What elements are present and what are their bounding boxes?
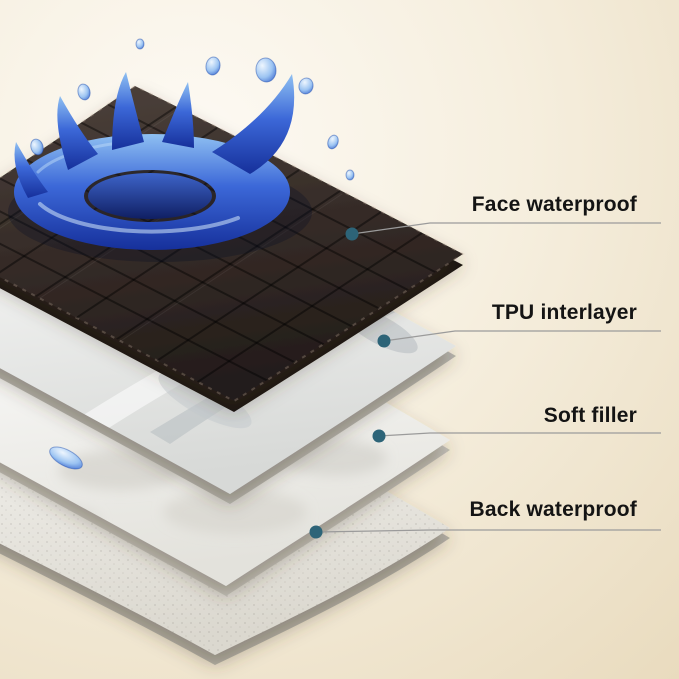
- callout-dot-tpu: [377, 334, 391, 348]
- quilt-pattern: [0, 103, 463, 401]
- callout-dot-face: [345, 227, 359, 241]
- splash-ring: [14, 134, 290, 250]
- callout-label-tpu-interlayer: TPU interlayer: [491, 301, 637, 324]
- callout-line-back: [315, 529, 661, 533]
- callout-dot-back: [309, 525, 323, 539]
- callout-dots: [309, 227, 391, 539]
- callout-dot-soft: [372, 429, 386, 443]
- callout-lines: [315, 222, 661, 533]
- splash-pool: [88, 173, 212, 219]
- callout-line-soft: [378, 432, 661, 437]
- splash-flying-droplets: [30, 38, 355, 181]
- splash-crown-spikes: [14, 72, 295, 198]
- water-splash: [8, 38, 355, 262]
- water-droplet: [49, 446, 83, 470]
- callout-label-soft-filler: Soft filler: [543, 404, 637, 427]
- callout-line-tpu: [383, 330, 661, 342]
- water-droplet: [77, 83, 91, 101]
- callout-line-face: [351, 222, 661, 235]
- water-droplet: [30, 138, 44, 156]
- water-droplet: [205, 56, 221, 76]
- water-droplet: [345, 169, 355, 181]
- callout-label-face-waterproof: Face waterproof: [471, 193, 637, 216]
- water-droplet: [135, 38, 145, 50]
- callout-label-back-waterproof: Back waterproof: [469, 498, 637, 521]
- splash-ring-highlight: [38, 202, 240, 234]
- water-droplet: [327, 134, 339, 150]
- water-droplet: [255, 57, 277, 83]
- water-droplet: [298, 77, 314, 95]
